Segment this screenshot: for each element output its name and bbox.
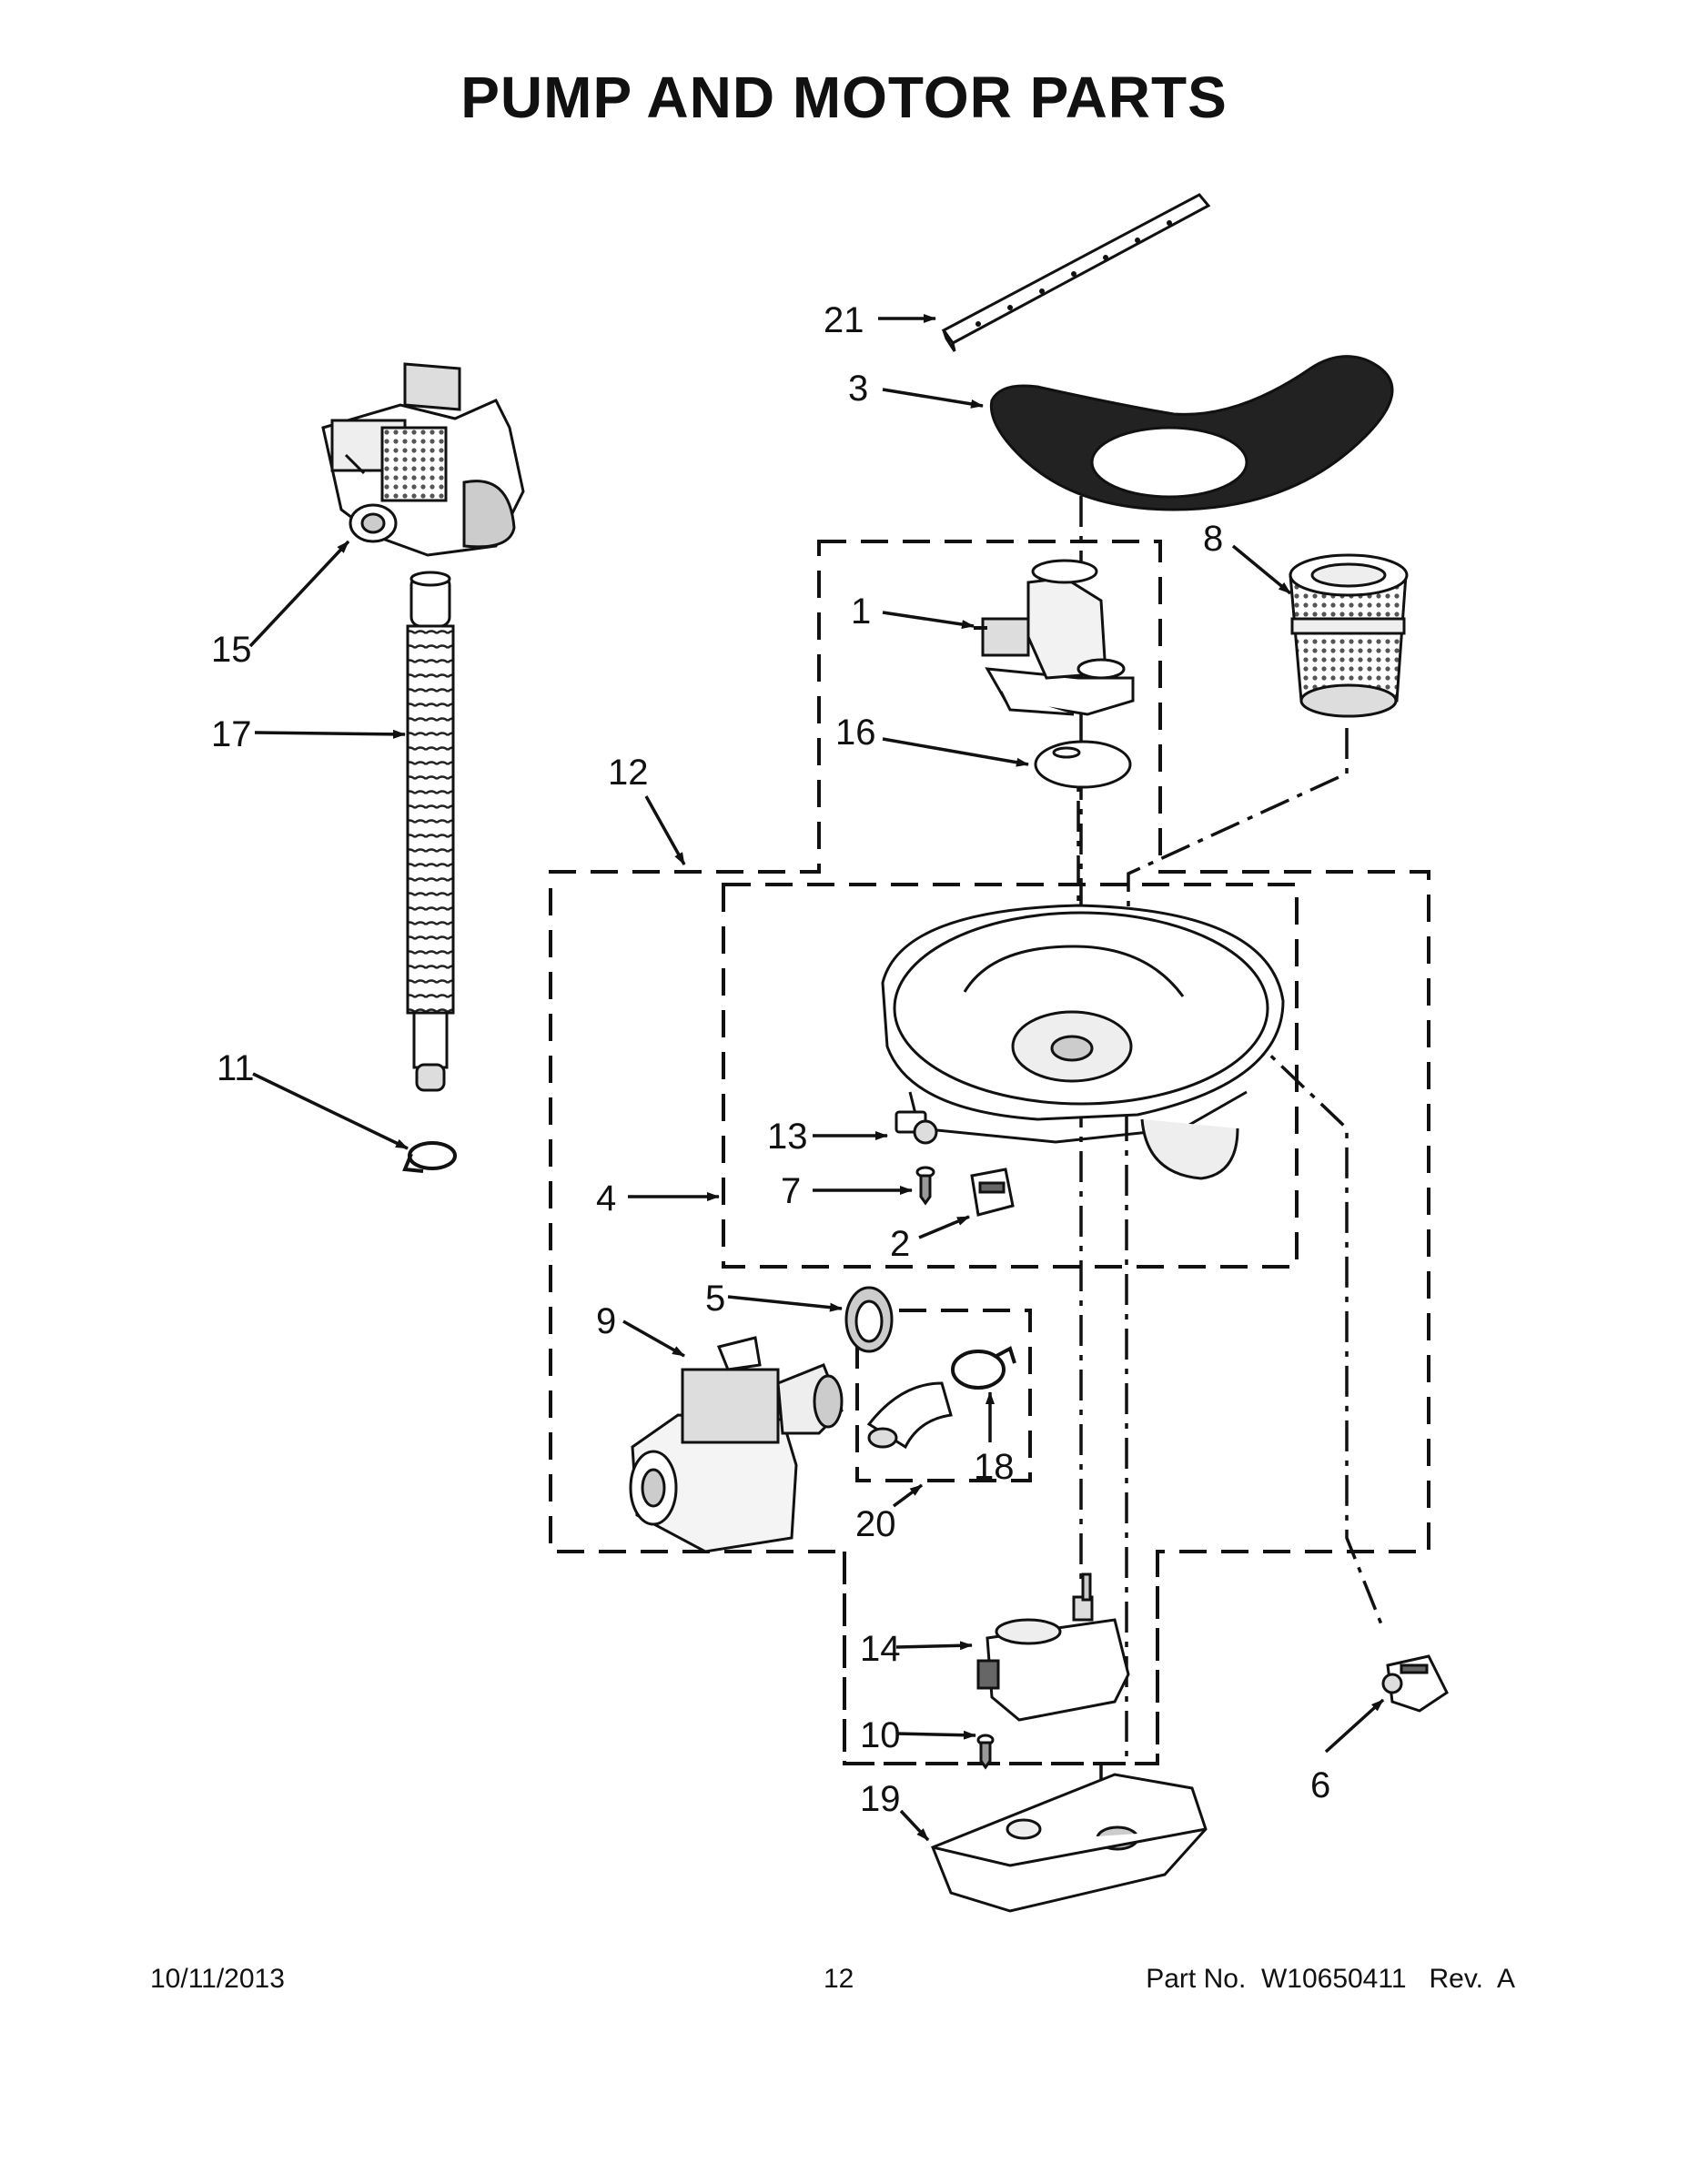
spray-arm-part: [941, 193, 1211, 352]
callout-5: 5: [705, 1279, 725, 1319]
footer-page-number: 12: [824, 1964, 854, 1994]
hose-clamp-part-11: [402, 1141, 457, 1173]
callout-17: 17: [211, 714, 252, 754]
callout-20: 20: [855, 1504, 896, 1544]
footer-date: 10/11/2013: [150, 1964, 285, 1994]
drain-hose-part: [406, 571, 455, 1092]
page-title: PUMP AND MOTOR PARTS: [460, 65, 1228, 130]
hose-elbow-part-20: [866, 1381, 953, 1450]
callout-21: 21: [824, 300, 864, 340]
callout-3: 3: [848, 369, 868, 409]
filter-housing-part: [974, 559, 1135, 716]
callout-2: 2: [890, 1224, 910, 1264]
sensor-part-13: [895, 1110, 938, 1145]
screw-part-10: [976, 1734, 995, 1770]
sensor-part-6: [1381, 1654, 1449, 1713]
support-bracket-part: [931, 1773, 1208, 1913]
diverter-boundary: [843, 1552, 1159, 1765]
footer-part-number: Part No. W10650411 Rev. A: [1146, 1964, 1515, 1994]
leader-arrows: [248, 314, 1385, 1842]
screw-part-7: [915, 1166, 935, 1206]
callout-14: 14: [860, 1629, 901, 1669]
callout-6: 6: [1310, 1765, 1330, 1805]
callout-18: 18: [974, 1447, 1015, 1487]
callout-8: 8: [1203, 519, 1223, 559]
connector-part-2: [970, 1168, 1015, 1217]
callout-labels: 21 3 8 15 1 16 17 12 11 13 7 4 2 5 9 18 …: [211, 300, 1330, 1819]
clamp-part-18: [951, 1346, 1016, 1390]
seal-part-5: [844, 1286, 894, 1353]
callout-10: 10: [860, 1715, 901, 1755]
sump-part: [881, 904, 1285, 1180]
callout-16: 16: [835, 713, 876, 753]
circulation-pump-part: [629, 1336, 844, 1553]
filter-basket-part: [1289, 553, 1409, 718]
callout-4: 4: [596, 1178, 616, 1218]
callout-19: 19: [860, 1779, 901, 1819]
callout-1: 1: [851, 592, 871, 632]
deflector-part: [989, 355, 1394, 511]
dashed-boundaries: [549, 540, 1430, 1765]
callout-13: 13: [767, 1117, 808, 1157]
gasket-part-16: [1034, 740, 1132, 789]
callout-15: 15: [211, 630, 252, 670]
callout-12: 12: [608, 753, 649, 793]
sump-boundary-4: [722, 883, 1299, 1269]
callout-9: 9: [596, 1301, 616, 1341]
hose-clamp-boundary-20: [855, 1309, 1032, 1482]
callout-11: 11: [217, 1048, 255, 1088]
callout-7: 7: [781, 1171, 801, 1211]
pump-motor-part: [321, 362, 525, 557]
diverter-motor-part: [976, 1572, 1130, 1722]
